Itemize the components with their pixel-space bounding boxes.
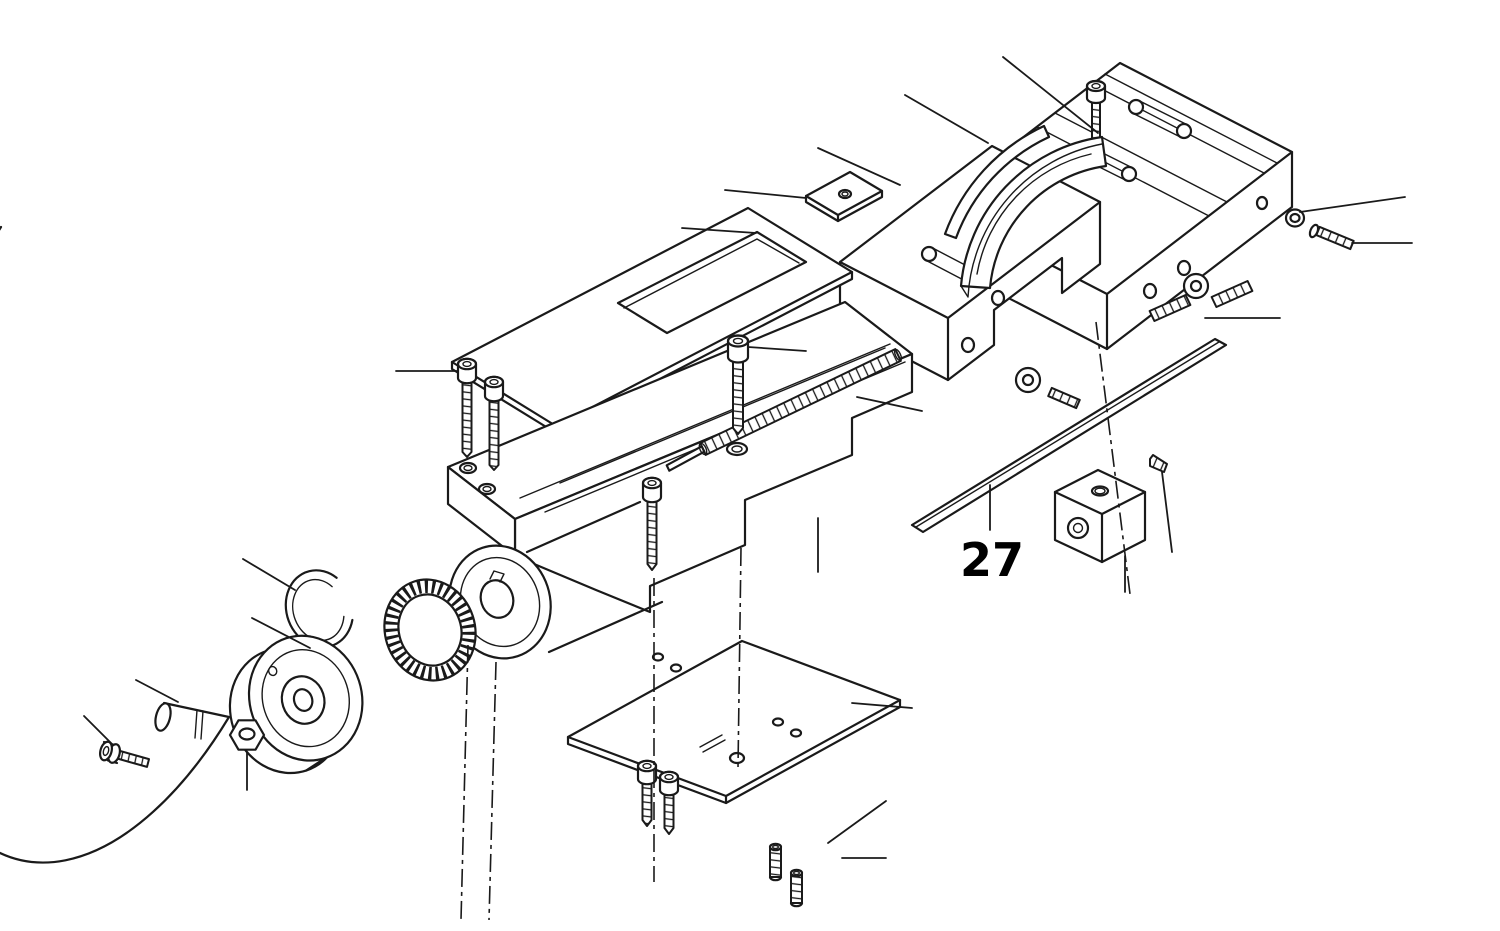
leadscrew-nut-block bbox=[1053, 468, 1147, 564]
cap-screw bbox=[658, 770, 680, 835]
base-plate bbox=[566, 639, 902, 805]
cap-screw bbox=[726, 334, 750, 435]
retaining-ring bbox=[284, 569, 354, 649]
swivel-clamp-arc bbox=[959, 135, 1108, 298]
hex-nut-small bbox=[1014, 366, 1042, 394]
part-number-label: 27 bbox=[960, 533, 1024, 587]
handwheel-dial bbox=[228, 634, 364, 775]
handle-bolt bbox=[99, 740, 150, 768]
gib-strip bbox=[910, 337, 1228, 534]
grub-screw bbox=[1148, 294, 1192, 322]
leader-lines bbox=[83, 56, 1413, 859]
cap-screw bbox=[636, 759, 658, 827]
set-screw bbox=[789, 868, 804, 908]
side-screw bbox=[1308, 223, 1355, 251]
washer bbox=[1284, 208, 1306, 228]
leadscrew bbox=[665, 348, 903, 472]
graduated-dial-collar bbox=[383, 578, 477, 682]
hex-nut-small bbox=[1182, 272, 1210, 300]
arc-gib-strip bbox=[943, 124, 1051, 240]
cap-screw bbox=[456, 357, 478, 458]
set-screw bbox=[768, 842, 783, 882]
handle-sleeve bbox=[0, 225, 231, 864]
grub-screw bbox=[1210, 280, 1254, 308]
clamp-plate bbox=[804, 170, 884, 223]
t-slot-opening bbox=[1127, 98, 1193, 140]
cap-screw bbox=[483, 375, 505, 471]
center-lines bbox=[460, 321, 1131, 921]
dowel-pin bbox=[1149, 454, 1168, 473]
hex-nut bbox=[228, 719, 266, 751]
cap-screw bbox=[641, 476, 663, 571]
grub-screw bbox=[1047, 386, 1081, 410]
